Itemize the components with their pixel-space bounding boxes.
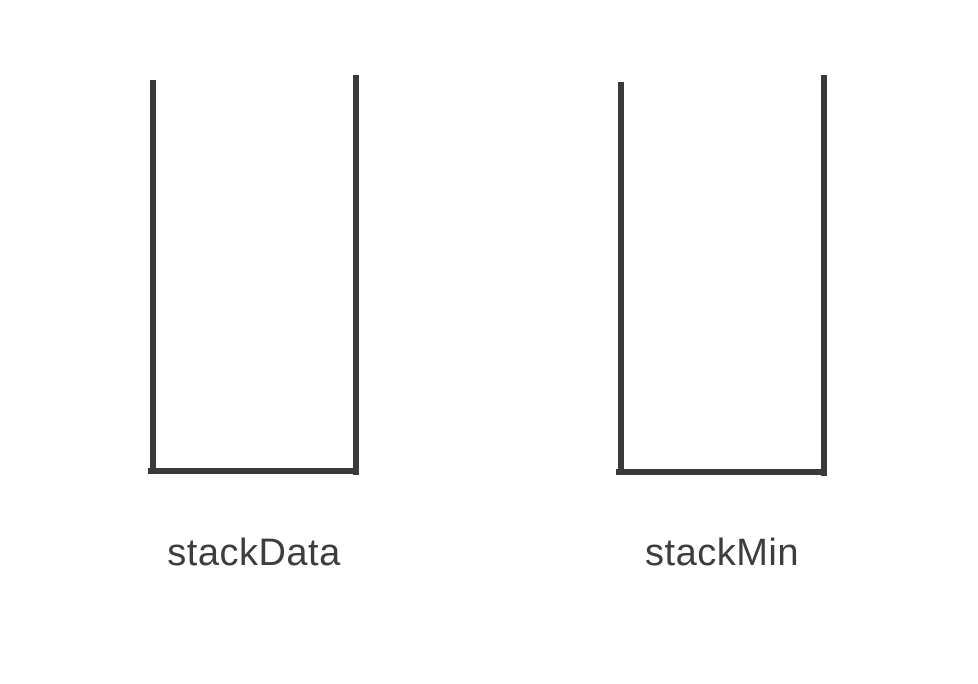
stack-outline-icon <box>616 75 827 476</box>
stack-outline-icon <box>148 75 359 475</box>
stack-figure-data: stackData <box>148 73 360 575</box>
stack-data-label: stackData <box>167 532 341 574</box>
stack-figure-min: stackMin <box>616 73 828 575</box>
stack-min-label: stackMin <box>645 532 799 574</box>
